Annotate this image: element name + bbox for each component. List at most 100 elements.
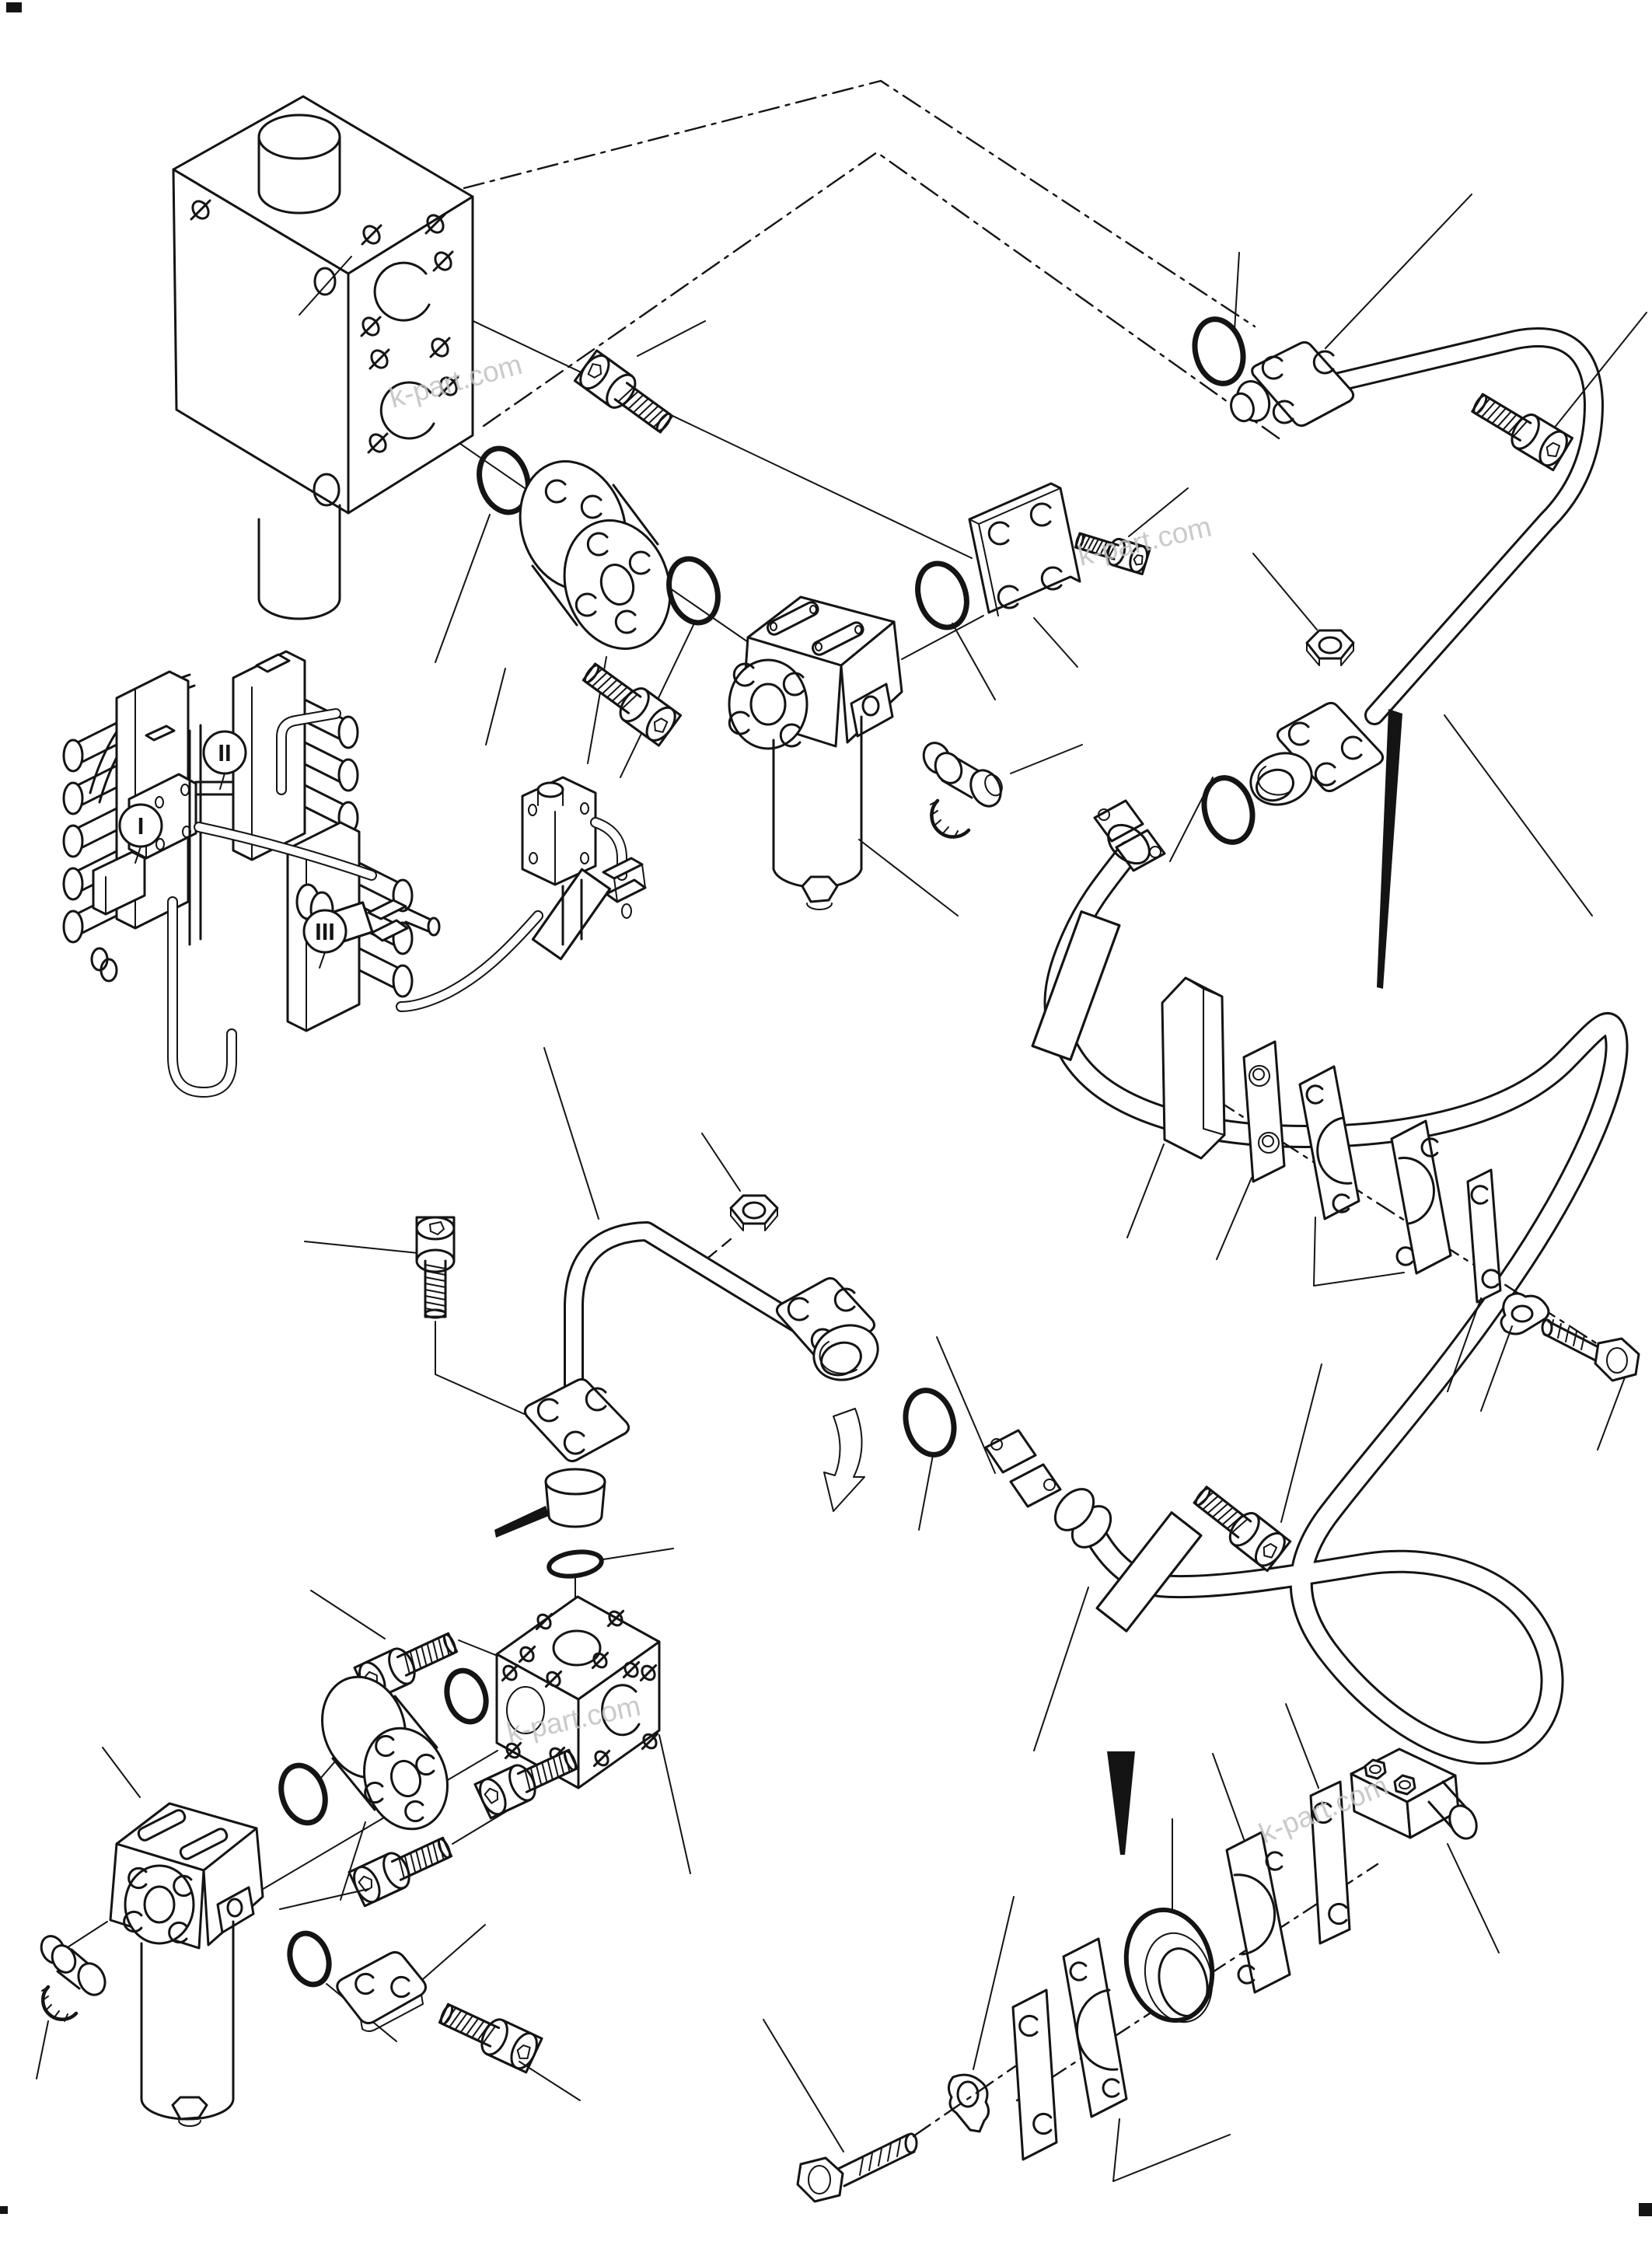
bracket-nut [1395, 1775, 1415, 1794]
top-clamp [257, 655, 289, 672]
hex-bolt [798, 2134, 917, 2201]
hose-assembly [937, 801, 1617, 1753]
direction-arrow-hollow [824, 1409, 864, 1511]
o-ring [661, 553, 725, 629]
o-ring [284, 1929, 335, 1990]
valve-bank-upper [233, 651, 358, 860]
axis-line-upper-port [414, 293, 972, 558]
hex-nut [729, 1194, 779, 1232]
balloon-II: II [204, 731, 246, 789]
rubber-grommet [1115, 1901, 1224, 2030]
valve-block-assembly [173, 96, 972, 662]
pipe-flange-bottom [1243, 703, 1382, 812]
chain-line-upper [464, 81, 1255, 326]
lower-filter-assembly [37, 1666, 580, 2126]
spool-cylinders-left [64, 723, 117, 942]
bent-pipe-outline [1323, 337, 1594, 715]
clamp-half-left [1063, 1939, 1126, 2117]
socket-bolt [415, 1216, 456, 1319]
hose-top-clamp [1095, 801, 1165, 871]
port-cluster-lower [365, 334, 461, 456]
bottom-fastener-set [763, 1897, 1015, 2201]
chain-line-lower [484, 152, 1281, 440]
tab-washer [1501, 1294, 1549, 1334]
flange-adapter [546, 1469, 605, 1527]
coupling-spacer [309, 1666, 460, 1840]
upper-coupling-set [435, 321, 726, 777]
elbow-fitting [919, 738, 1006, 838]
cube-manifold-assembly [280, 1590, 690, 1909]
clamp-half-1 [1300, 1067, 1359, 1219]
braided-section-lower [1097, 1513, 1201, 1631]
o-ring-flat [547, 1548, 603, 1579]
balloon-label-III: III [315, 918, 335, 945]
bottom-stub [259, 505, 340, 599]
socket-bolt [348, 1828, 457, 1908]
phantom-chain-lines [464, 81, 1281, 440]
j-tube-outline [173, 902, 232, 1092]
corner-mark-bottom-left [0, 2206, 8, 2214]
socket-bolt [1186, 1478, 1292, 1573]
bottom-right-clamp-assembly [1013, 1704, 1499, 2181]
hex-nut [1305, 629, 1355, 667]
left-manifold-assembly: I II III [64, 300, 645, 1092]
balloon-label-I: I [138, 812, 145, 840]
return-pipe-assembly [1170, 194, 1647, 989]
balloon-III: III [304, 910, 346, 968]
elbow-fitting [37, 1933, 110, 2021]
clamp-half-right [1227, 1832, 1290, 1992]
balloon-label-II: II [218, 739, 231, 766]
pipe-flange-left [525, 1379, 628, 1461]
filter-head [110, 1803, 263, 1948]
bracket-nut [1365, 1760, 1385, 1779]
lower-pipe-assembly [305, 1048, 961, 1654]
clamp-half-2 [1392, 1121, 1451, 1273]
braided-section-upper [1032, 912, 1119, 1060]
o-ring [899, 1385, 961, 1461]
axis-line [260, 1751, 498, 1891]
elbow-flange [603, 858, 645, 918]
main-filter-assembly [729, 484, 1188, 916]
pipe-flange-right [777, 1278, 885, 1388]
pipe-clamp-set [1127, 978, 1639, 1450]
placement-arrow [1377, 709, 1402, 989]
balloon-I: I [120, 805, 162, 863]
connector-rod [196, 782, 235, 794]
clamp-plate-2 [1468, 1170, 1500, 1302]
hex-bolt [1542, 1320, 1639, 1381]
filter-canister [141, 1922, 233, 2126]
tab-washer [948, 2075, 988, 2132]
relief-valve-block [522, 777, 595, 885]
drain-plug [173, 2097, 207, 2119]
pipe-flange-top [1228, 342, 1353, 425]
drain-pipes [563, 880, 582, 944]
drain-plug [802, 877, 837, 902]
filter-canister [774, 717, 861, 910]
hose-end-fitting [986, 1430, 1119, 1555]
corner-mark-top-left [6, 2, 22, 12]
port-cluster-upper [358, 211, 456, 340]
coupling-spacer [504, 448, 686, 663]
socket-bolt [1465, 385, 1574, 472]
side-plate-right [1311, 1782, 1350, 1943]
tube-clamp-top [146, 726, 174, 740]
mount-bracket [1351, 1749, 1482, 1843]
socket-bolt [434, 1995, 543, 2074]
mounting-plate [969, 484, 1080, 616]
corner-mark-bottom-right [1639, 2203, 1652, 2216]
cover-plate [337, 1952, 426, 2031]
side-plate-left [1013, 1990, 1057, 2159]
placement-arrow [494, 1506, 549, 1538]
placement-arrow [1107, 1751, 1135, 1855]
o-ring [910, 557, 974, 634]
braided-hose-section [533, 869, 609, 958]
o-ring [1188, 314, 1250, 389]
spacer-block [1162, 978, 1224, 1158]
valve-block [173, 96, 473, 619]
pilot-valve-box-2 [93, 852, 145, 914]
o-ring [274, 1760, 333, 1829]
filter-head [729, 597, 902, 749]
